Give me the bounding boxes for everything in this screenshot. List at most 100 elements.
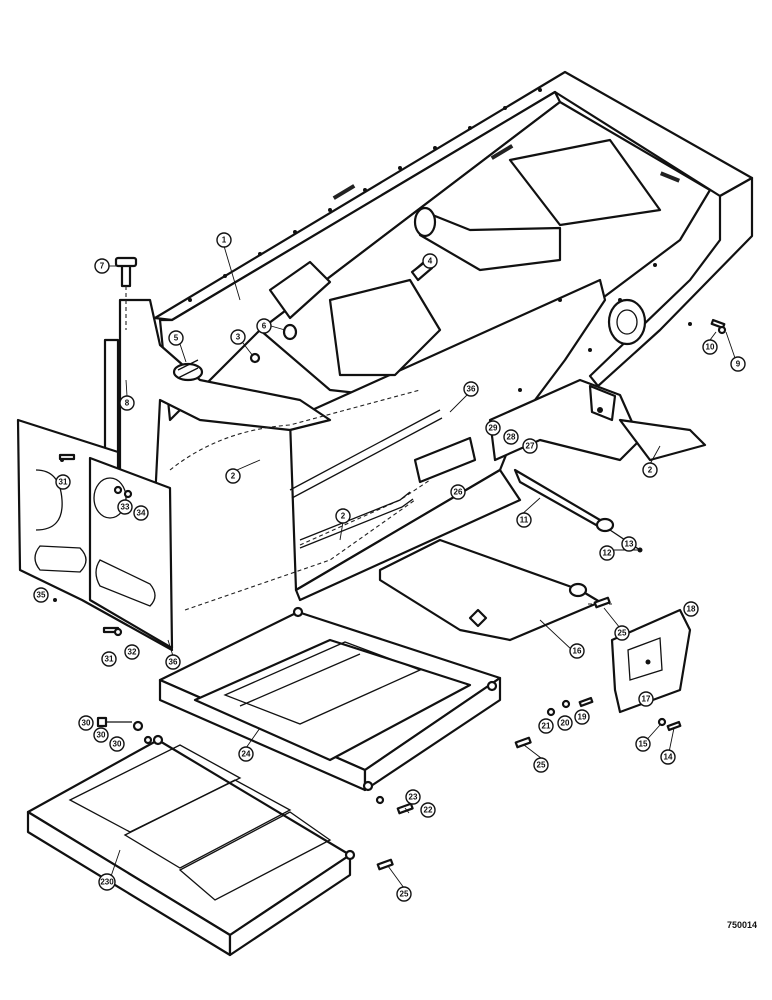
- callout-label: 16: [573, 647, 582, 656]
- callout-c17: 17: [638, 691, 654, 707]
- callout-label: 12: [603, 549, 612, 558]
- callout-label: 30: [97, 731, 106, 740]
- callout-label: 33: [121, 503, 130, 512]
- callout-c16: 16: [569, 643, 585, 659]
- callout-label: 25: [400, 890, 409, 899]
- callout-label: 22: [424, 806, 433, 815]
- callout-c25c: 25: [396, 886, 412, 902]
- callout-label: 28: [507, 433, 516, 442]
- callout-c13: 13: [621, 536, 637, 552]
- floor-pan-upper: [158, 606, 502, 792]
- callout-c2a: 2: [225, 468, 241, 484]
- callout-c230: 230: [98, 873, 116, 891]
- callout-c31a: 31: [55, 474, 71, 490]
- callout-label: 36: [169, 658, 178, 667]
- callout-c2b: 2: [335, 508, 351, 524]
- callout-label: 14: [664, 753, 673, 762]
- callout-c32: 32: [124, 644, 140, 660]
- callout-c30c: 30: [109, 736, 125, 752]
- callout-label: 19: [578, 713, 587, 722]
- track-chains: [169, 389, 443, 611]
- callout-c15: 15: [635, 736, 651, 752]
- bolt-assembly: [114, 256, 434, 382]
- callout-label: 6: [262, 322, 267, 331]
- callout-c10: 10: [702, 339, 718, 355]
- loose-fasteners: [58, 318, 727, 871]
- callout-label: 30: [113, 740, 122, 749]
- callout-c28: 28: [503, 429, 519, 445]
- callout-label: 23: [409, 793, 418, 802]
- callout-c9: 9: [730, 356, 746, 372]
- callout-label: 26: [454, 488, 463, 497]
- callout-label: 11: [520, 516, 529, 525]
- callout-c35: 35: [33, 587, 49, 603]
- callout-label: 24: [242, 750, 251, 759]
- callout-label: 4: [428, 257, 433, 266]
- callout-label: 7: [100, 262, 105, 271]
- callout-c26: 26: [450, 484, 466, 500]
- callout-c25a: 25: [614, 625, 630, 641]
- callout-c1: 1: [216, 232, 232, 248]
- side-bracket: [610, 608, 692, 714]
- callout-label: 32: [128, 648, 137, 657]
- floor-pan-lower: [26, 734, 356, 957]
- callout-label: 35: [37, 591, 46, 600]
- callout-label: 2: [231, 472, 236, 481]
- callout-c33: 33: [117, 499, 133, 515]
- callout-c18: 18: [683, 601, 699, 617]
- callout-c4: 4: [422, 253, 438, 269]
- callout-label: 21: [542, 722, 551, 731]
- right-support-arm: [488, 378, 707, 462]
- main-frame: [103, 70, 754, 602]
- front-plate: [16, 418, 174, 652]
- callout-label: 230: [100, 878, 114, 887]
- callout-c7: 7: [94, 258, 110, 274]
- callout-label: 29: [489, 424, 498, 433]
- callout-label: 2: [648, 466, 653, 475]
- callout-c8: 8: [119, 395, 135, 411]
- callout-label: 2: [341, 512, 346, 521]
- drawing-number: 750014: [727, 920, 758, 930]
- callout-c24: 24: [238, 746, 254, 762]
- callout-label: 31: [105, 655, 114, 664]
- callout-label: 36: [467, 385, 476, 394]
- callout-label: 27: [526, 442, 535, 451]
- callout-label: 5: [174, 334, 179, 343]
- callout-label: 8: [125, 399, 130, 408]
- callout-c2c: 2: [642, 462, 658, 478]
- callout-c36b: 36: [165, 654, 181, 670]
- callout-c30a: 30: [78, 715, 94, 731]
- callout-c34: 34: [133, 505, 149, 521]
- callout-c27: 27: [522, 438, 538, 454]
- callout-label: 9: [736, 360, 741, 369]
- callout-label: 34: [137, 509, 146, 518]
- callout-c25b: 25: [533, 757, 549, 773]
- callout-label: 31: [59, 478, 68, 487]
- callout-c19: 19: [574, 709, 590, 725]
- callout-label: 17: [642, 695, 651, 704]
- callout-label: 3: [236, 333, 241, 342]
- callout-c3: 3: [230, 329, 246, 345]
- callout-c20: 20: [557, 715, 573, 731]
- callout-c30b: 30: [93, 727, 109, 743]
- callout-label: 10: [706, 343, 715, 352]
- callout-c11: 11: [516, 512, 532, 528]
- skid-plate: [378, 538, 612, 642]
- callout-c6: 6: [256, 318, 272, 334]
- callout-c12: 12: [599, 545, 615, 561]
- callout-c21: 21: [538, 718, 554, 734]
- callout-label: 18: [687, 605, 696, 614]
- callout-label: 15: [639, 740, 648, 749]
- callout-label: 25: [618, 629, 627, 638]
- callout-c31b: 31: [101, 651, 117, 667]
- callout-c23: 23: [405, 789, 421, 805]
- callout-c22: 22: [420, 802, 436, 818]
- callout-c29: 29: [485, 420, 501, 436]
- callout-label: 25: [537, 761, 546, 770]
- callout-c36a: 36: [463, 381, 479, 397]
- callout-label: 30: [82, 719, 91, 728]
- callout-label: 20: [561, 719, 570, 728]
- callout-c5: 5: [168, 330, 184, 346]
- callout-label: 13: [625, 540, 634, 549]
